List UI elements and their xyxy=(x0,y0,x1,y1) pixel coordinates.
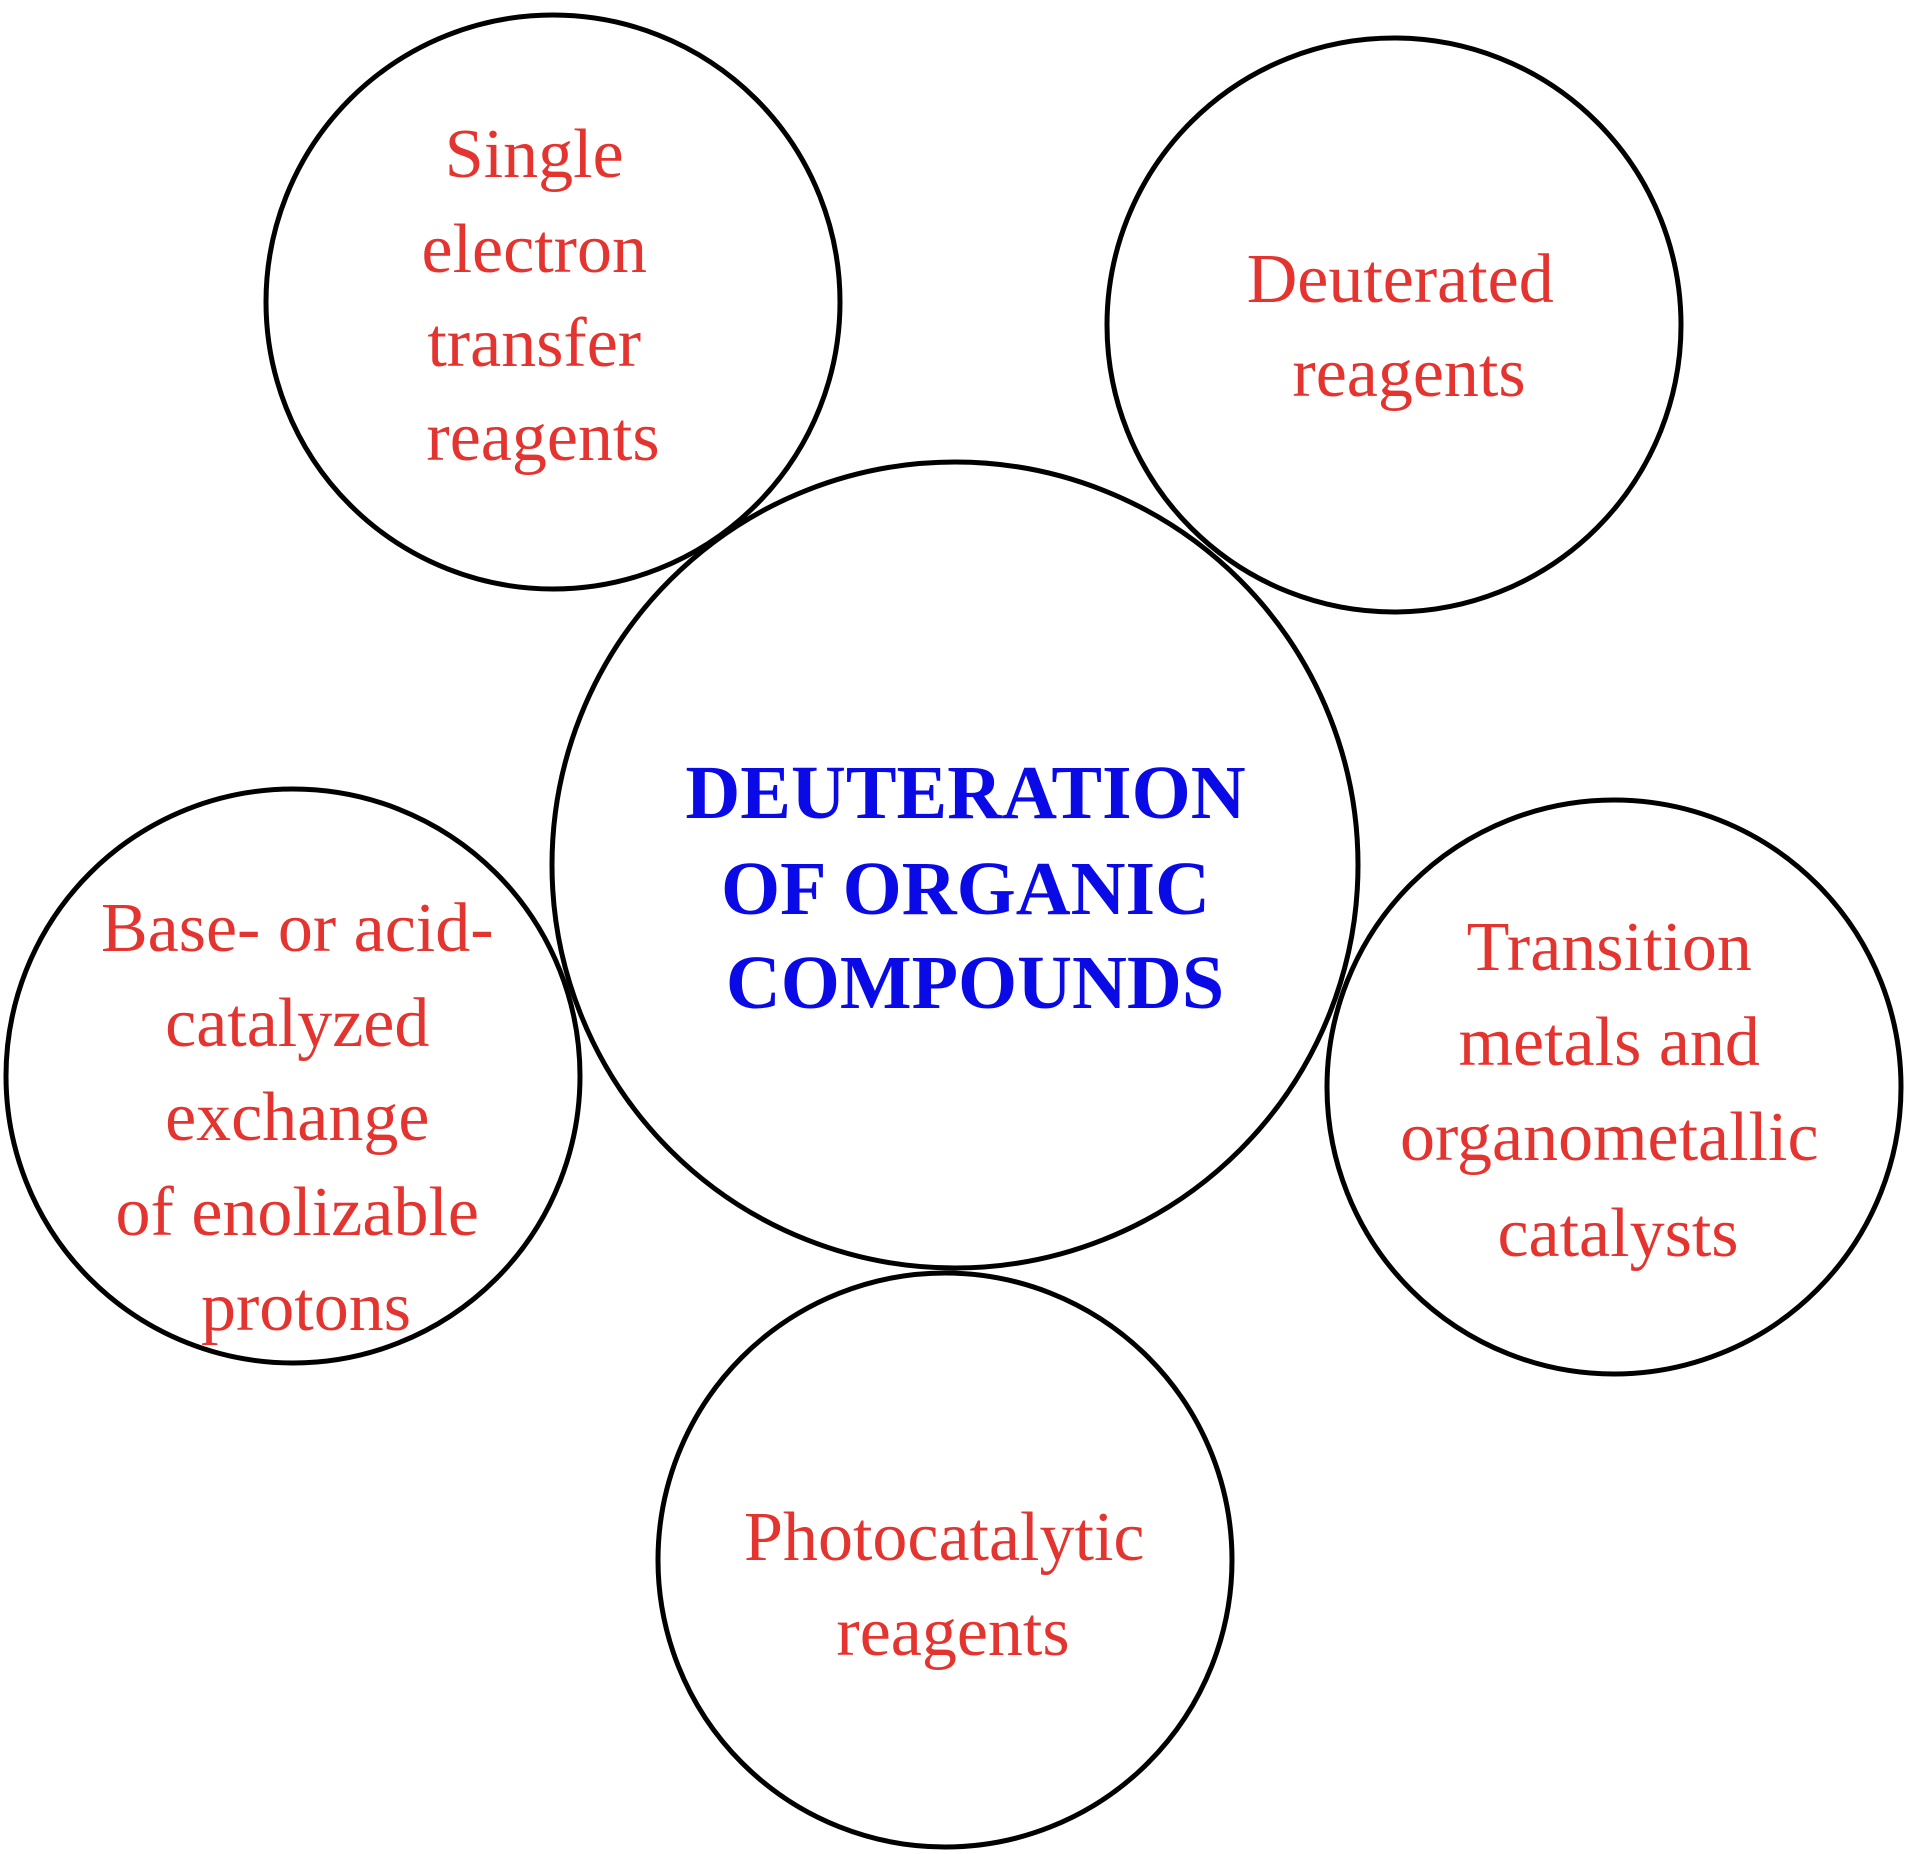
node-line: Base- or acid- xyxy=(101,890,494,967)
node-label: Base- or acid- catalyzed exchange of eno… xyxy=(101,890,511,1346)
node-line: Deuterated xyxy=(1247,241,1554,318)
node-label: Deuterated reagents xyxy=(1247,241,1572,412)
center-line-1: DEUTERATION xyxy=(685,751,1245,835)
node-line: metals and xyxy=(1459,1004,1760,1081)
node-line: electron xyxy=(422,211,647,288)
node-line: reagents xyxy=(836,1594,1069,1671)
node-line: Transition xyxy=(1467,909,1752,986)
node-line: catalyzed xyxy=(165,985,429,1062)
node-line: transfer xyxy=(427,305,641,382)
node-line: organometallic xyxy=(1400,1099,1819,1176)
center-line-2: OF ORGANIC xyxy=(721,847,1210,931)
node-line: Single xyxy=(445,116,624,193)
node-line: protons xyxy=(201,1269,411,1346)
node-circle xyxy=(1104,35,1684,615)
node-label: Transition metals and organometallic cat… xyxy=(1400,909,1836,1272)
node-line: exchange xyxy=(165,1079,429,1156)
center-circle xyxy=(549,459,1361,1271)
node-line: reagents xyxy=(426,399,659,476)
node-transition-metals: Transition metals and organometallic cat… xyxy=(1324,797,1904,1377)
node-label: Photocatalytic reagents xyxy=(744,1499,1162,1671)
node-deuterated: Deuterated reagents xyxy=(1104,35,1684,615)
node-line: catalysts xyxy=(1497,1195,1738,1272)
center-title: DEUTERATION OF ORGANIC COMPOUNDS xyxy=(685,751,1264,1025)
node-circle xyxy=(1324,797,1904,1377)
node-line: Photocatalytic xyxy=(744,1499,1144,1576)
node-photocatalytic: Photocatalytic reagents xyxy=(655,1270,1235,1850)
node-circle xyxy=(3,786,583,1366)
node-line: reagents xyxy=(1292,335,1525,412)
node-single-electron: Single electron transfer reagents xyxy=(263,12,843,592)
node-circle xyxy=(263,12,843,592)
center-node: DEUTERATION OF ORGANIC COMPOUNDS xyxy=(549,459,1361,1271)
node-base-acid: Base- or acid- catalyzed exchange of eno… xyxy=(3,786,583,1366)
node-line: of enolizable xyxy=(116,1174,479,1251)
node-circle xyxy=(655,1270,1235,1850)
center-line-3: COMPOUNDS xyxy=(726,941,1224,1025)
node-label: Single electron transfer reagents xyxy=(422,116,665,476)
